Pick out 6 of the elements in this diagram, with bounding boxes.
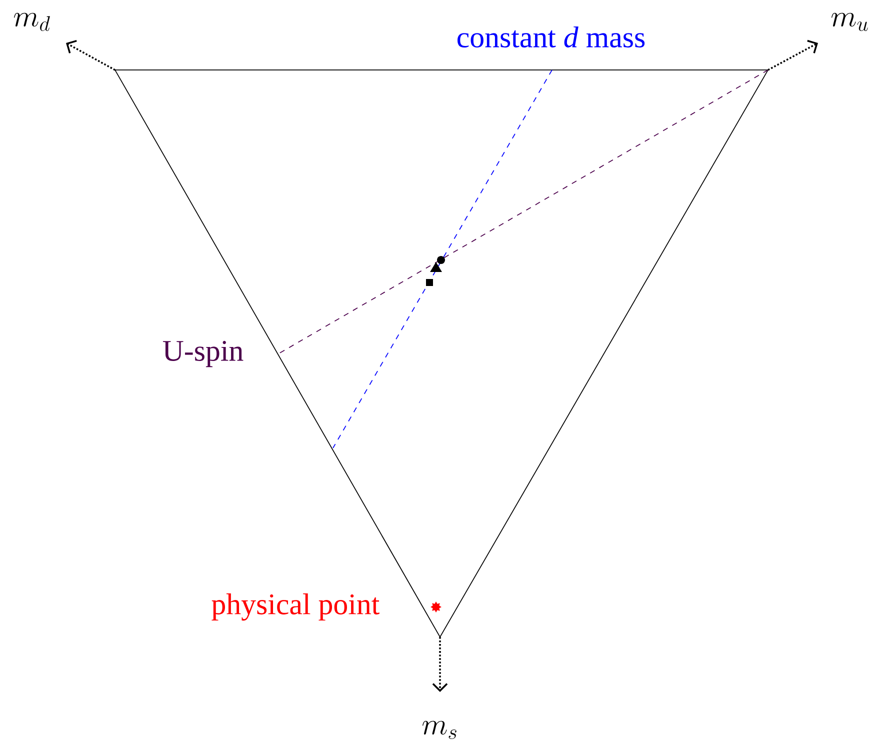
axis-label: $m_u$ — [832, 12, 868, 32]
point-label: physical point — [212, 593, 380, 621]
line-label: constant d mass — [458, 26, 645, 48]
line-label: U-spin — [162, 340, 244, 368]
axis-label: $m_s$ — [422, 720, 456, 740]
axis-label: $m_d$ — [14, 12, 50, 32]
